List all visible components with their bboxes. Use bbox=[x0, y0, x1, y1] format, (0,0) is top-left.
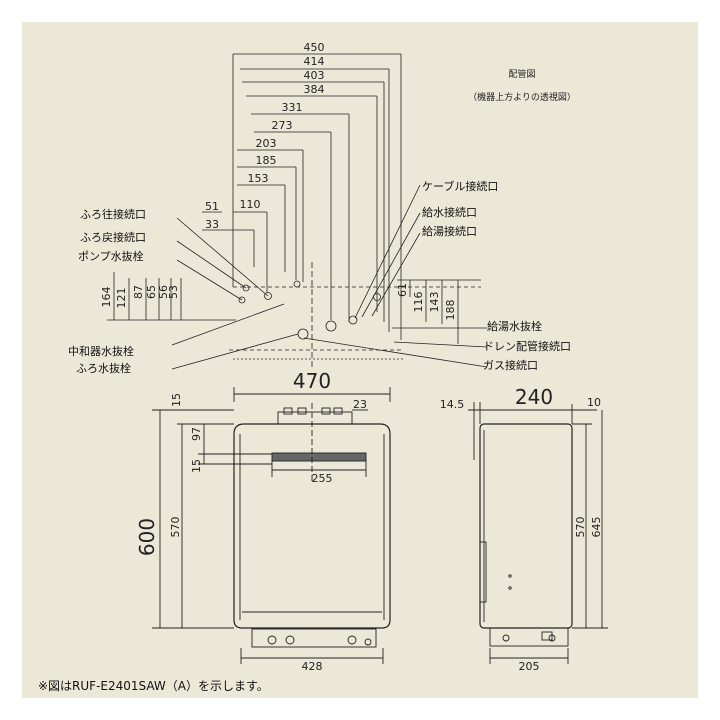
plan-subtitle: （機器上方よりの透視図） bbox=[468, 91, 576, 103]
label-furo-back: ふろ戻接続口 bbox=[80, 230, 146, 244]
dim-121: 121 bbox=[115, 288, 128, 309]
dim-185: 185 bbox=[256, 154, 277, 167]
dim-23: 23 bbox=[353, 398, 367, 411]
dim-570-front: 570 bbox=[169, 517, 182, 538]
piping-left-labels: ふろ往接続口 ふろ戻接続口 ポンプ水抜栓 中和器水抜栓 ふろ水抜栓 bbox=[68, 207, 146, 375]
dim-87: 87 bbox=[132, 285, 145, 299]
side-view bbox=[468, 402, 608, 664]
dim-143: 143 bbox=[428, 292, 441, 313]
dim-570-side: 570 bbox=[574, 517, 587, 538]
label-hot-water: 給湯接続口 bbox=[422, 224, 477, 238]
dim-10: 10 bbox=[587, 396, 601, 409]
dim-428: 428 bbox=[302, 660, 323, 673]
dim-255: 255 bbox=[312, 472, 333, 485]
dim-116: 116 bbox=[412, 292, 425, 313]
dim-14-5: 14.5 bbox=[440, 398, 465, 411]
label-neutralizer-drain: 中和器水抜栓 bbox=[68, 344, 134, 358]
piping-right-dims: 61 116 143 188 bbox=[396, 283, 457, 321]
dim-403: 403 bbox=[304, 69, 325, 82]
dim-645: 645 bbox=[590, 517, 603, 538]
dim-205: 205 bbox=[519, 660, 540, 673]
dim-51: 51 bbox=[205, 200, 219, 213]
plan-title: 配管図 bbox=[508, 68, 535, 80]
dim-15-mid: 15 bbox=[190, 459, 203, 473]
piping-right-labels: ケーブル接続口 給水接続口 給湯接続口 給湯水抜栓 ドレン配管接続口 ガス接続口 bbox=[422, 179, 571, 372]
dim-203: 203 bbox=[256, 137, 277, 150]
front-view bbox=[152, 387, 391, 664]
dim-188: 188 bbox=[444, 300, 457, 321]
dim-97: 97 bbox=[190, 427, 203, 441]
dim-164: 164 bbox=[100, 287, 113, 308]
label-furo-out: ふろ往接続口 bbox=[80, 207, 146, 221]
dim-65: 65 bbox=[145, 285, 158, 299]
dim-15-top: 15 bbox=[170, 393, 183, 407]
piping-top-dims: 450 414 403 384 331 273 203 185 153 110 … bbox=[205, 41, 325, 231]
piping-left-dims: 164 121 87 65 56 53 bbox=[100, 285, 180, 309]
dim-273: 273 bbox=[272, 119, 293, 132]
footnote: ※図はRUF-E2401SAW（A）を示します。 bbox=[38, 679, 269, 693]
technical-drawing: 450 414 403 384 331 273 203 185 153 110 … bbox=[38, 41, 608, 693]
label-drain-pipe: ドレン配管接続口 bbox=[483, 339, 571, 353]
label-water-supply: 給水接続口 bbox=[422, 205, 477, 219]
drawing-frame: 450 414 403 384 331 273 203 185 153 110 … bbox=[22, 22, 698, 698]
dim-240: 240 bbox=[515, 385, 553, 409]
dim-61: 61 bbox=[396, 283, 409, 297]
label-furo-drain: ふろ水抜栓 bbox=[76, 361, 131, 375]
dim-384: 384 bbox=[304, 83, 325, 96]
label-gas: ガス接続口 bbox=[483, 358, 538, 372]
dim-56: 56 bbox=[157, 285, 170, 299]
dim-470: 470 bbox=[293, 369, 331, 393]
label-cable: ケーブル接続口 bbox=[422, 179, 498, 193]
label-hot-drain: 給湯水抜栓 bbox=[487, 319, 542, 333]
dim-153: 153 bbox=[248, 172, 269, 185]
front-dims: 470 600 570 15 97 15 23 255 428 bbox=[135, 369, 367, 673]
dim-110: 110 bbox=[240, 198, 261, 211]
dim-414: 414 bbox=[304, 55, 325, 68]
dim-53: 53 bbox=[167, 285, 180, 299]
side-dims: 240 14.5 10 570 645 205 bbox=[440, 385, 603, 673]
dim-600: 600 bbox=[135, 518, 159, 556]
dim-331: 331 bbox=[282, 101, 303, 114]
dim-33: 33 bbox=[205, 218, 219, 231]
piping-plan bbox=[107, 53, 488, 370]
dim-450: 450 bbox=[304, 41, 325, 54]
label-pump-drain: ポンプ水抜栓 bbox=[78, 249, 144, 263]
